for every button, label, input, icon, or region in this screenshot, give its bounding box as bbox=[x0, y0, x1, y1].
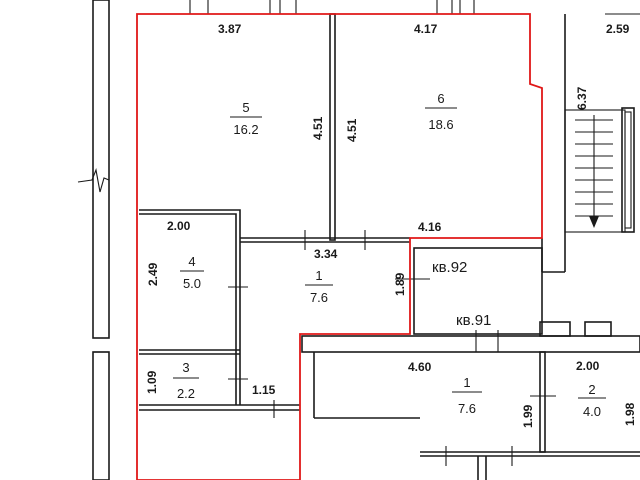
dim-6-37: 6.37 bbox=[575, 86, 589, 110]
dim-1-99: 1.99 bbox=[521, 404, 535, 428]
dim-2-59: 2.59 bbox=[606, 22, 630, 36]
room-area: 2.2 bbox=[177, 386, 195, 401]
dim-1-89: 1.89 bbox=[393, 272, 407, 296]
room-number: 2 bbox=[588, 382, 595, 397]
room-number: 1 bbox=[315, 268, 322, 283]
room-area: 5.0 bbox=[183, 276, 201, 291]
room-5-label: 5 16.2 bbox=[230, 100, 262, 137]
room-area: 4.0 bbox=[583, 404, 601, 419]
dim-2-00-room4: 2.00 bbox=[167, 219, 191, 233]
apartment-91-label: кв.91 bbox=[456, 312, 491, 329]
room-number: 5 bbox=[242, 100, 249, 115]
room-area: 7.6 bbox=[310, 290, 328, 305]
dim-3-34: 3.34 bbox=[314, 247, 338, 261]
room-4-label: 4 5.0 bbox=[180, 254, 204, 291]
left-exterior-wall bbox=[77, 0, 110, 480]
room-1-lower-label: 1 7.6 bbox=[452, 375, 482, 416]
room-1-upper-label: 1 7.6 bbox=[305, 268, 333, 305]
room-3-label: 3 2.2 bbox=[173, 360, 199, 401]
dim-2-00-lower: 2.00 bbox=[576, 359, 600, 373]
dim-4-17: 4.17 bbox=[414, 22, 438, 36]
room-number: 4 bbox=[188, 254, 195, 269]
room-area: 7.6 bbox=[458, 401, 476, 416]
room-number: 1 bbox=[463, 375, 470, 390]
dim-3-87: 3.87 bbox=[218, 22, 242, 36]
apartment-outline bbox=[136, 13, 543, 480]
dim-4-60: 4.60 bbox=[408, 360, 432, 374]
dim-4-51-right: 4.51 bbox=[345, 118, 359, 142]
dim-4-16: 4.16 bbox=[418, 220, 442, 234]
interior-walls bbox=[139, 13, 640, 480]
dim-1-98: 1.98 bbox=[623, 402, 637, 426]
room-number: 3 bbox=[182, 360, 189, 375]
dim-4-51-left: 4.51 bbox=[311, 116, 325, 140]
dim-1-09: 1.09 bbox=[145, 370, 159, 394]
staircase bbox=[564, 13, 640, 233]
dim-1-15: 1.15 bbox=[252, 383, 276, 397]
room-area: 16.2 bbox=[233, 122, 258, 137]
door-ticks bbox=[228, 230, 556, 466]
room-6-label: 6 18.6 bbox=[425, 91, 457, 132]
room-area: 18.6 bbox=[428, 117, 453, 132]
dimension-labels: 3.87 4.17 2.59 6.37 4.51 4.51 4.16 2.00 … bbox=[145, 22, 637, 428]
top-wall-ticks bbox=[189, 0, 475, 14]
room-number: 6 bbox=[437, 91, 444, 106]
apartment-92-label: кв.92 bbox=[432, 259, 467, 276]
room-2-label: 2 4.0 bbox=[578, 382, 606, 419]
dim-2-49: 2.49 bbox=[146, 262, 160, 286]
